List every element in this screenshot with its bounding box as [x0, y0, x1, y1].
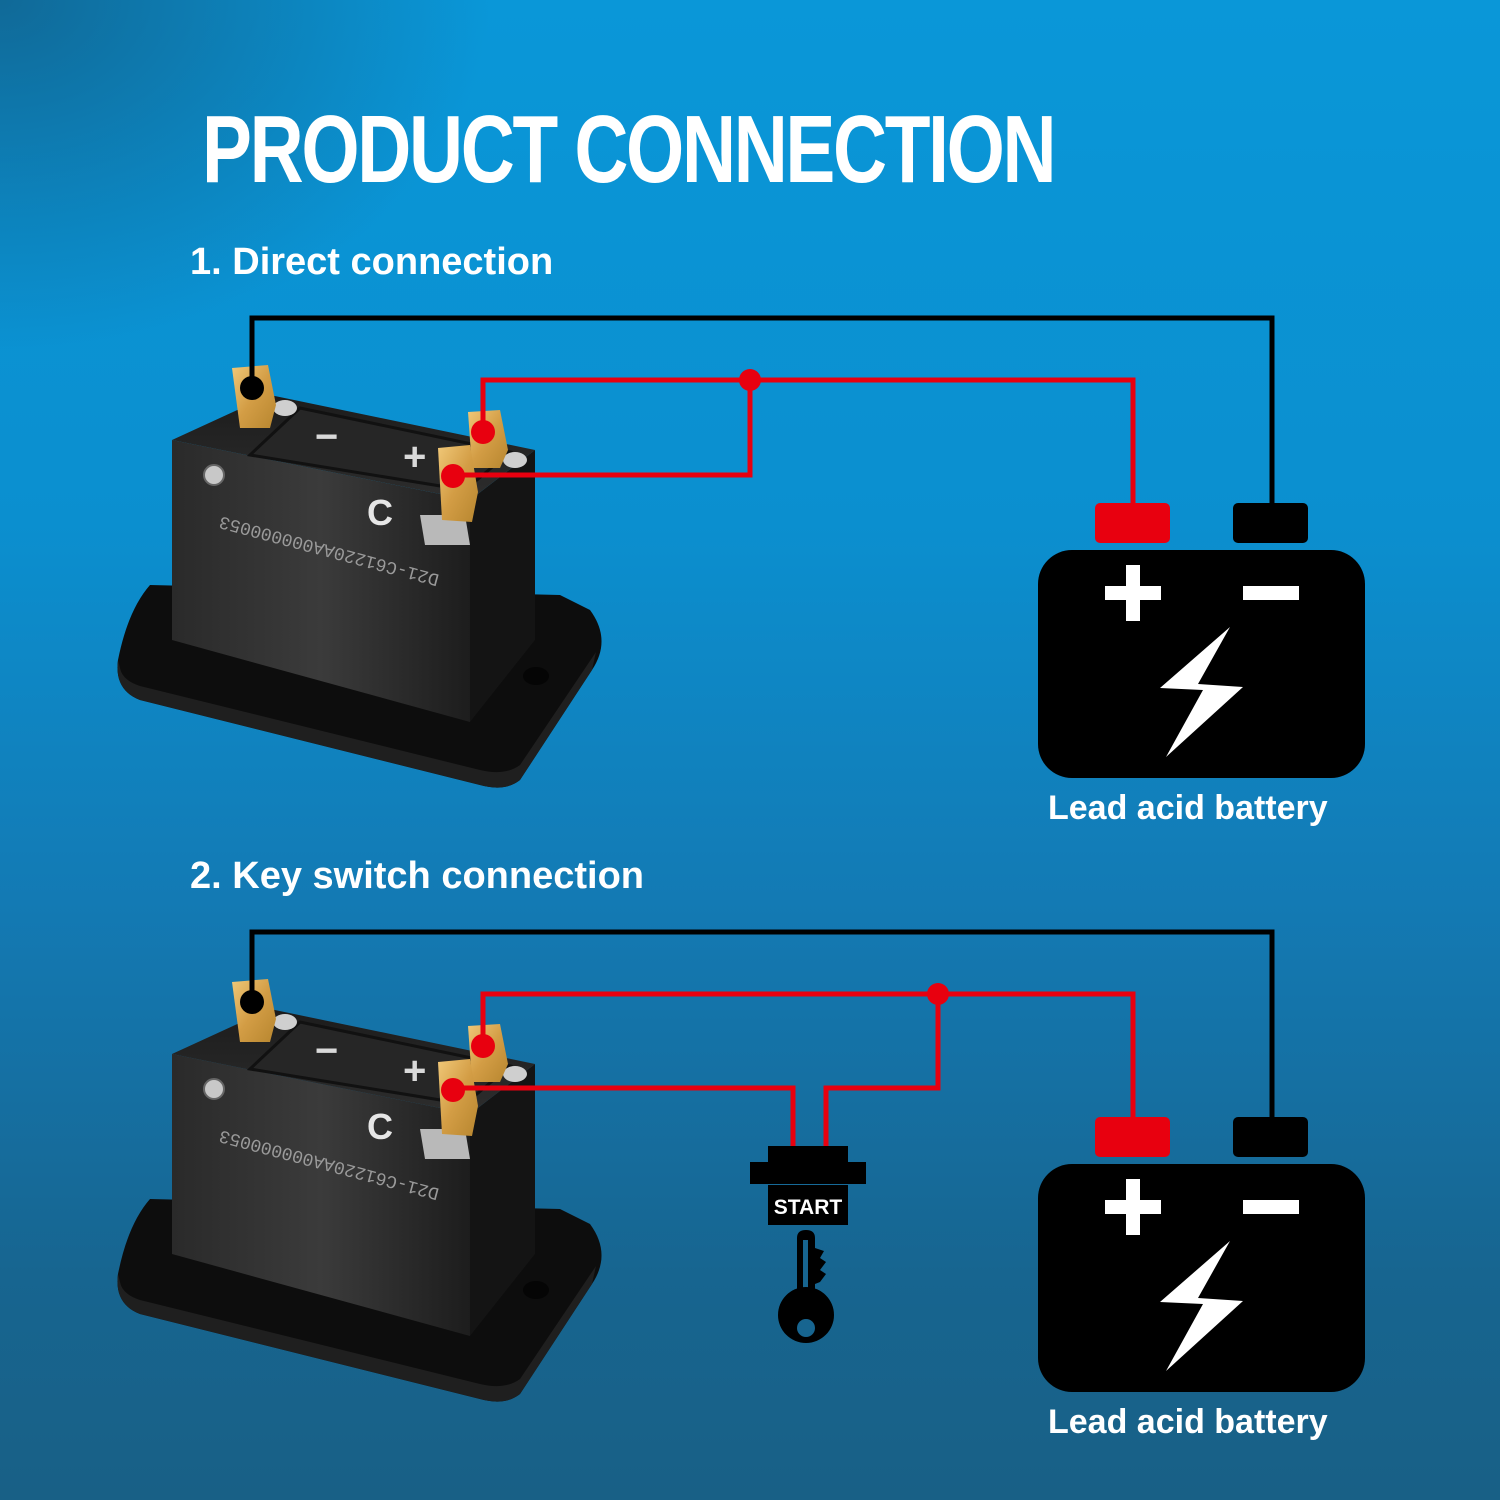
charge-wire-1: [453, 380, 753, 478]
key-icon: [778, 1230, 834, 1343]
positive-wire-1: [480, 377, 1136, 510]
positive-terminal-dot-2: [471, 1034, 495, 1058]
section-direct-connection: − + C D21-C61220AA000000053: [115, 315, 1365, 790]
product-device-1: [115, 363, 604, 790]
key-switch-label-plate: [768, 1185, 848, 1225]
battery-label-2: Lead acid battery: [1048, 1403, 1328, 1441]
product-device-2: [115, 977, 604, 1404]
page-title: PRODUCT CONNECTION: [202, 96, 1057, 203]
section-heading-key-switch: 2. Key switch connection: [190, 855, 644, 897]
key-switch: START: [750, 1146, 866, 1343]
junction-dot-2: [927, 983, 949, 1005]
device-terminal-c-1: C: [367, 492, 393, 533]
c-terminal-dot-2: [441, 1078, 465, 1102]
battery-label-1: Lead acid battery: [1048, 789, 1328, 827]
junction-dot-1: [739, 369, 761, 391]
device-terminal-minus-1: −: [315, 415, 338, 459]
device-terminal-plus-1: +: [403, 435, 426, 479]
battery-icon-1: [1038, 503, 1365, 778]
negative-terminal-dot-1: [240, 376, 264, 400]
key-switch-flange: [750, 1162, 866, 1184]
battery-icon-2: [1038, 1117, 1365, 1392]
positive-wire-2: [480, 991, 1136, 1124]
negative-wire-1: [249, 315, 1275, 510]
section-key-switch-connection: − + C D21-C61220AA000000053 START: [115, 929, 1365, 1404]
key-switch-label: START: [774, 1196, 843, 1219]
c-to-switch-wire: [453, 1085, 796, 1150]
positive-terminal-dot-1: [471, 420, 495, 444]
device-terminal-minus-2: −: [315, 1029, 338, 1073]
negative-terminal-dot-2: [240, 990, 264, 1014]
key-switch-top: [768, 1146, 848, 1164]
negative-wire-2: [249, 929, 1275, 1124]
c-terminal-dot-1: [441, 464, 465, 488]
device-terminal-c-2: C: [367, 1106, 393, 1147]
section-heading-direct: 1. Direct connection: [190, 241, 554, 283]
device-terminal-plus-2: +: [403, 1049, 426, 1093]
switch-to-positive-wire: [823, 994, 941, 1150]
